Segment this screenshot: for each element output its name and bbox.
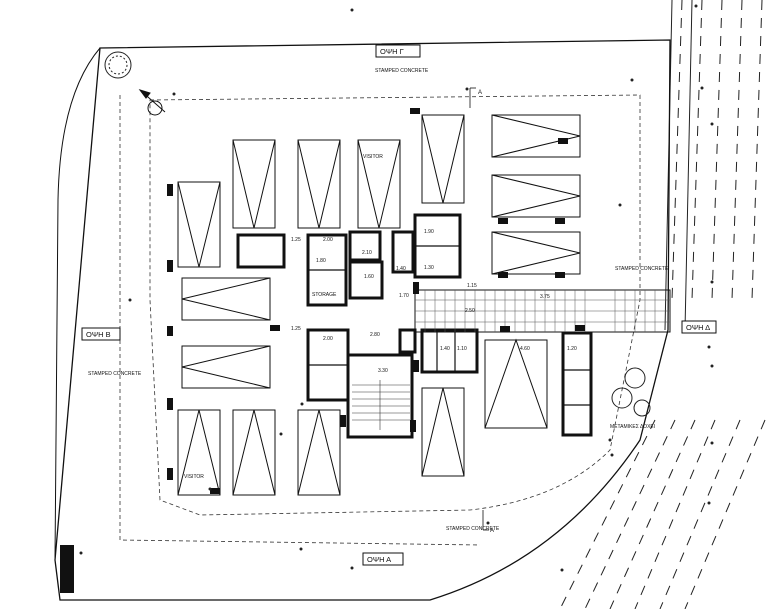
plot-boundary [54,39,671,601]
facade-tags [81,44,717,566]
facade-tag-right [681,320,717,334]
stairs [352,380,410,430]
section-marker-top: A [478,90,482,96]
dim-label: 1.60 [364,274,374,280]
north-arrow-icon [138,89,166,116]
dim-label: 1.15 [467,283,477,289]
dim-label: 1.30 [424,265,434,271]
section-marker-bottom: A [490,528,494,534]
building-envelope [119,94,641,546]
dim-label: 3.75 [540,294,550,300]
dim-label: 1.40 [396,266,406,272]
dim-label: 4.60 [520,346,530,352]
tree-icon-top-left [104,51,132,79]
dim-label: 1.90 [424,229,434,235]
structural-columns [60,108,585,593]
tree-icon-3 [633,399,651,417]
facade-tag-left [81,327,121,341]
dim-label: 2.00 [323,336,333,342]
dim-label: 3.30 [378,368,388,374]
visitor-label-top: VISITOR [363,154,383,160]
visitor-label-bottom: VISITOR [184,474,204,480]
dim-label: 1.10 [457,346,467,352]
dim-label: 2.00 [323,237,333,243]
facade-label-bottom: ΟΨΗ Α [367,555,391,564]
tree-icons [104,51,651,417]
dim-label: 1.40 [440,346,450,352]
section-markers [469,87,489,531]
room-label-storage: STORAGE [312,292,337,298]
dim-label: 1.25 [291,237,301,243]
parking-bays [177,114,581,496]
dim-label: 2.80 [370,332,380,338]
surface-label-top: STAMPED CONCRETE [375,68,429,74]
facade-tag-bottom [362,552,404,566]
surface-label-right: STAMPED CONCRETE [615,266,669,272]
dim-label: 1.25 [291,326,301,332]
road-markings [559,0,766,609]
core-partitions [308,245,591,406]
facade-label-left: ΟΨΗ Β [86,330,111,339]
dim-label: 1.80 [316,258,326,264]
dim-label: 2.10 [362,250,372,256]
dim-label: 1.70 [399,293,409,299]
level-marks [79,4,714,572]
room-label-metric: ΜΕΤΑΜΙΚΕΣ ΔΟΧΕΙ [610,424,655,430]
tree-icon-2 [611,387,633,409]
dim-label: 1.20 [567,346,577,352]
entrance-ramp [414,289,671,333]
facade-label-right: ΟΨΗ Δ [686,323,710,332]
surface-label-left: STAMPED CONCRETE [88,371,142,377]
tree-icon-1 [624,367,646,389]
facade-tag-top [375,44,421,58]
dim-label: 2.50 [465,308,475,314]
surface-label-bottom: STAMPED CONCRETE [446,526,500,532]
facade-label-top: ΟΨΗ Γ [380,47,404,56]
